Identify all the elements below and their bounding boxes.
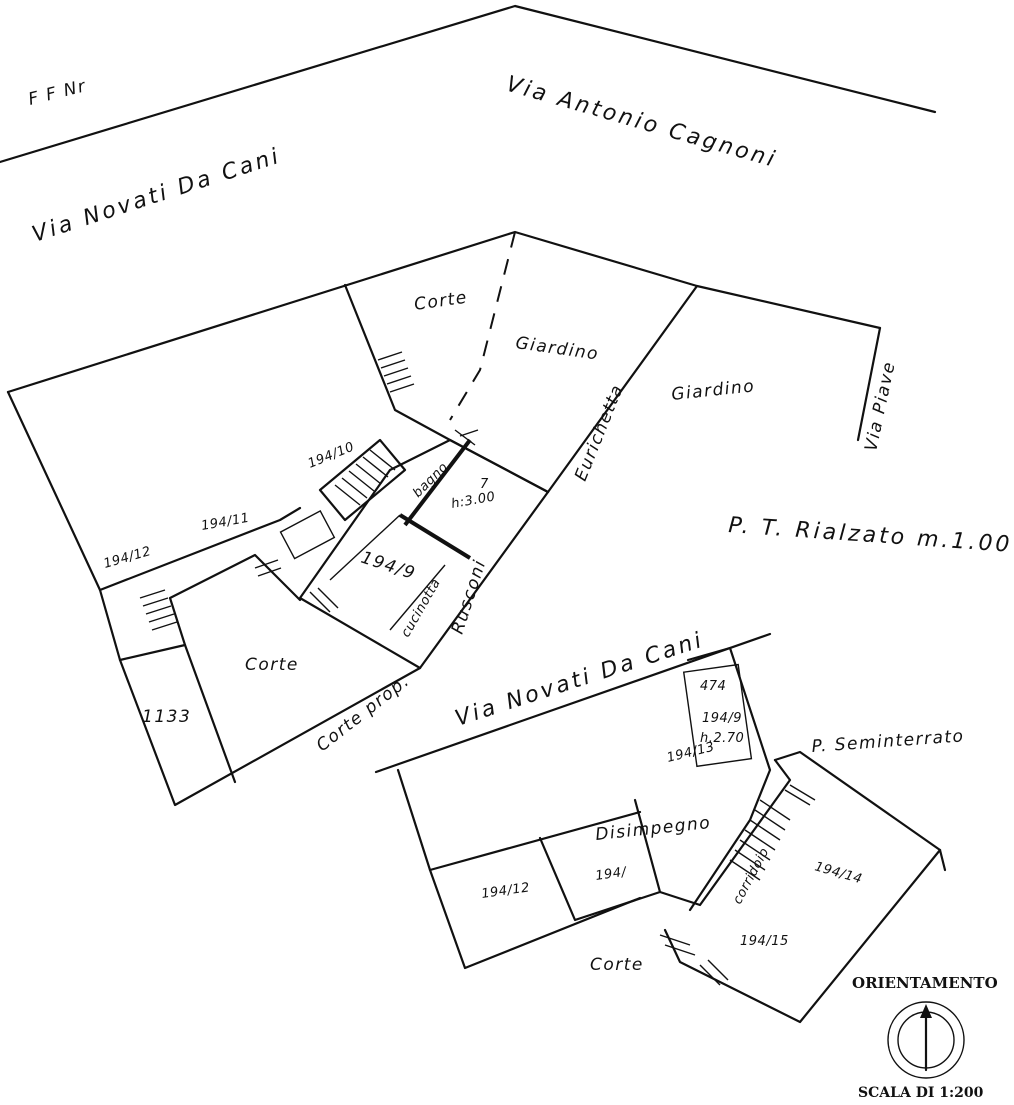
central-wall-2 <box>403 438 472 527</box>
basement-parcel-194-9-height: h.2.70 <box>700 731 744 746</box>
eurichetta-divider <box>546 284 699 494</box>
small-room <box>279 510 336 560</box>
room-corte-top: Corte <box>413 288 469 315</box>
room-corte-prop: Corte prop. <box>313 671 414 756</box>
room-corte-left: Corte <box>245 655 299 675</box>
room-bagno: bagno <box>410 460 451 501</box>
central-block-194-9 <box>298 438 550 670</box>
compass-outer-ring <box>887 1001 965 1079</box>
basement-small-room <box>682 663 753 768</box>
street-boundary-top <box>0 4 937 164</box>
basement-parcel-194-15: 194/15 <box>740 934 789 949</box>
basement-outline-top <box>374 632 772 774</box>
scale-label: SCALA DI 1:200 <box>858 1085 984 1101</box>
room-number-7: 7 <box>480 477 489 492</box>
room-cucinotta: cucinotta <box>398 576 443 640</box>
orientation-title: ORIENTAMENTO <box>852 974 998 992</box>
basement-parcel-194-9: 194/9 <box>702 711 742 726</box>
parcel-194-12-label: 194/12 <box>102 544 153 572</box>
room-giardino-2: Giardino <box>670 376 756 405</box>
basement-left-wall <box>396 768 642 970</box>
central-inner-1 <box>329 514 401 581</box>
basement-parcel-194: 194/ <box>594 865 628 884</box>
basement-floor-plan <box>374 632 947 1024</box>
parcel-194-11-line <box>98 506 302 592</box>
stair-block-194-10 <box>318 438 407 522</box>
parcel-1133-label: 1133 <box>142 707 191 727</box>
giardino-dashed-divider <box>449 231 516 421</box>
basement-194-14 <box>663 750 942 1024</box>
basement-disimpegno <box>538 798 662 922</box>
ground-floor-plan <box>6 230 882 807</box>
basement-corte: Corte <box>590 955 644 975</box>
room-height: h:3.00 <box>450 489 497 512</box>
orientation-compass: ORIENTAMENTO <box>852 974 998 1079</box>
central-wall-1 <box>398 513 472 560</box>
basement-parcel-194-14: 194/14 <box>813 859 864 887</box>
basement-label: P. Seminterrato <box>811 726 965 757</box>
north-arrow-icon <box>920 1004 932 1018</box>
street-via-piave: Via Piave <box>861 359 900 453</box>
room-rusconi: Rusconi <box>448 557 491 637</box>
basement-side-line <box>938 848 947 872</box>
parcel-194-9-label: 194/9 <box>358 548 418 584</box>
corte-left-wall <box>168 553 302 647</box>
basement-divider-1 <box>428 810 642 872</box>
street-top-left: F F Nr <box>26 76 88 110</box>
street-via-novati-bottom: Via Novati Da Cani <box>452 628 707 732</box>
room-disimpegno: Disimpegno <box>594 813 712 845</box>
ground-floor-label: P. T. Rialzato m.1.00 <box>728 513 1014 558</box>
ground-floor-outline <box>6 230 882 394</box>
corte-top-wall <box>343 283 550 494</box>
basement-parcel-top: 474 <box>700 679 726 694</box>
street-via-antonio-cagnoni: Via Antonio Cagnoni <box>503 72 780 173</box>
via-piave-line <box>856 326 882 442</box>
room-eurichetta: Eurichetta <box>571 381 628 484</box>
room-giardino-1: Giardino <box>514 333 600 364</box>
central-inner-2 <box>389 564 446 631</box>
street-via-novati-top: Via Novati Da Cani <box>29 144 284 248</box>
parcel-194-11-label: 194/11 <box>200 511 251 534</box>
ground-floor-stairs <box>139 351 479 631</box>
ground-floor-left-wall <box>6 390 422 807</box>
basement-right-block <box>686 646 772 912</box>
basement-parcel-194-12: 194/12 <box>480 880 530 902</box>
basement-stairs <box>659 784 816 986</box>
